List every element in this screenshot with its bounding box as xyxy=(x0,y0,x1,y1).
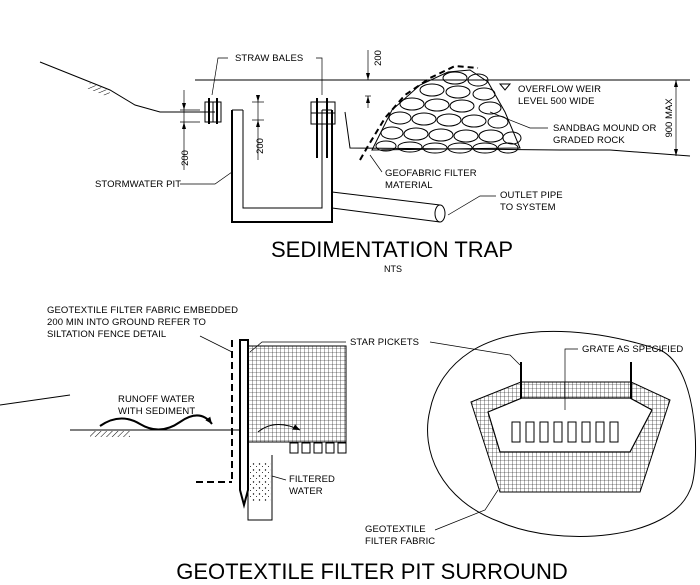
weir-symbol xyxy=(498,83,512,91)
dimension-inner: 200 xyxy=(252,95,266,160)
label-overflow-weir-1: OVERFLOW WEIR xyxy=(518,84,601,95)
slope-line xyxy=(0,394,71,406)
dimension-left: 200 xyxy=(180,90,200,170)
pit-grate-blocks xyxy=(289,442,347,454)
filter-pit-title: GEOTEXTILE FILTER PIT SURROUND xyxy=(176,559,568,584)
label-outlet-2: TO SYSTEM xyxy=(500,202,556,213)
stormwater-pit-inner xyxy=(242,110,323,209)
right-ground xyxy=(344,111,691,157)
star-picket-left xyxy=(239,339,249,509)
label-overflow-weir-2: LEVEL 500 WIDE xyxy=(518,96,595,107)
label-filtered-1: FILTERED xyxy=(289,474,335,485)
left-bank xyxy=(39,61,215,113)
label-geofabric-2: MATERIAL xyxy=(385,180,433,191)
label-geofabric-1: GEOFABRIC FILTER xyxy=(385,168,477,179)
stormwater-pit-outer xyxy=(231,110,333,223)
dim-left-text: 200 xyxy=(180,150,191,166)
grate xyxy=(487,397,653,453)
sedimentation-trap-detail: 200 200 200 900 MAX STRAW BALES xyxy=(39,50,691,274)
dim-max-text: 900 MAX xyxy=(664,98,675,138)
dim-inner-text: 200 xyxy=(255,138,266,154)
label-outlet-1: OUTLET PIPE xyxy=(500,190,563,201)
label-filtered-2: WATER xyxy=(289,486,323,497)
label-geotextile-1: GEOTEXTILE FILTER FABRIC EMBEDDED xyxy=(47,305,238,316)
straw-bale-right xyxy=(310,98,336,158)
filter-pit-surround-detail: GEOTEXTILE FILTER FABRIC EMBEDDED 200 MI… xyxy=(0,305,697,584)
runoff-arrow xyxy=(99,414,213,431)
straw-bale-left xyxy=(204,98,222,124)
grate-bars xyxy=(511,421,619,443)
filter-flow-arrow xyxy=(257,424,301,433)
dimension-max: 900 MAX xyxy=(664,80,678,156)
filtered-water-fill xyxy=(249,462,271,502)
label-sandbag-1: SANDBAG MOUND OR xyxy=(553,123,657,134)
sedimentation-trap-title: SEDIMENTATION TRAP xyxy=(271,237,513,262)
label-geotextile-3: SILTATION FENCE DETAIL xyxy=(47,329,166,340)
dimension-top: 200 xyxy=(365,50,384,108)
label-straw-bales: STRAW BALES xyxy=(235,53,303,64)
filter-mesh xyxy=(247,345,347,443)
sandbag-mound xyxy=(371,69,522,154)
ground-hatch xyxy=(87,83,111,97)
label-stormwater-pit: STORMWATER PIT xyxy=(95,179,181,190)
label-grate: GRATE AS SPECIFIED xyxy=(582,344,683,355)
pit-surround-boundary xyxy=(427,330,697,537)
label-runoff-2: WITH SEDIMENT xyxy=(118,406,195,417)
label-fabric-2: FILTER FABRIC xyxy=(365,536,435,547)
label-runoff-1: RUNOFF WATER xyxy=(118,394,195,405)
label-star-pickets: STAR PICKETS xyxy=(350,337,419,348)
ground-hatch-left xyxy=(90,431,130,437)
label-fabric-1: GEOTEXTILE xyxy=(365,524,426,535)
pit-wall xyxy=(247,455,273,521)
label-sandbag-2: GRADED ROCK xyxy=(553,135,625,146)
dim-top-text: 200 xyxy=(373,50,384,66)
outlet-pipe xyxy=(331,191,446,223)
label-geotextile-2: 200 MIN INTO GROUND REFER TO xyxy=(47,317,206,328)
nts-label: NTS xyxy=(384,264,402,274)
